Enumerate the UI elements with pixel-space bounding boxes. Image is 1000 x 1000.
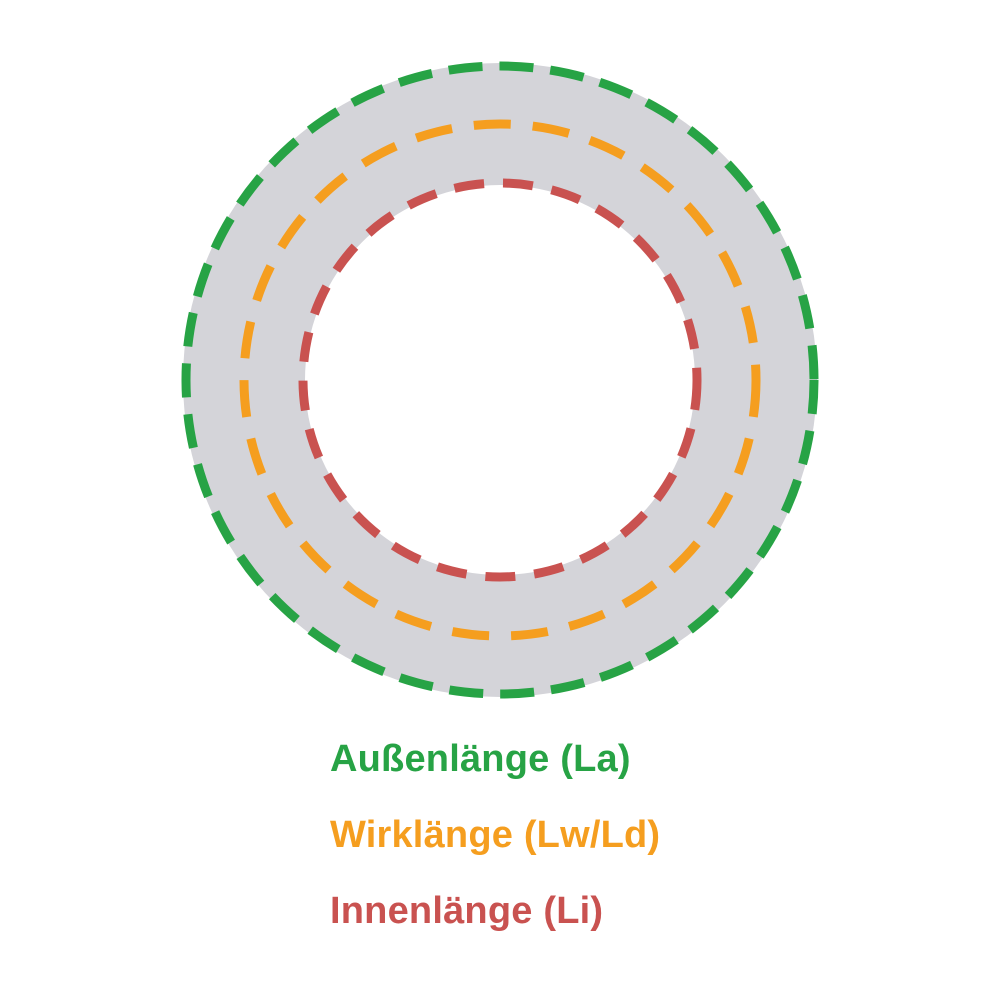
outer-length-circle <box>181 61 819 699</box>
inner-length-label: Innenlänge (Li) <box>330 889 604 932</box>
length-legend: Außenlänge (La) Wirklänge (Lw/Ld) Innenl… <box>330 738 661 932</box>
inner-length-circle <box>298 178 702 582</box>
outer-length-label: Außenlänge (La) <box>330 738 631 780</box>
effective-length-label: Wirklänge (Lw/Ld) <box>330 813 661 856</box>
effective-length-circle <box>239 119 761 641</box>
